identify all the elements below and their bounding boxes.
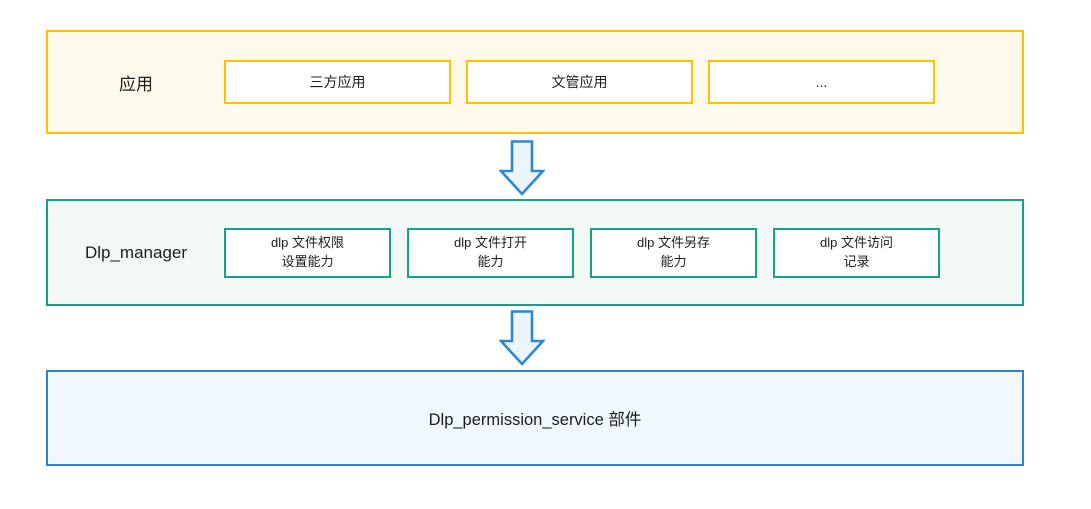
box-dlp-file-save-as-label: dlp 文件另存 能力 — [637, 234, 710, 269]
box-other-apps-label: ... — [815, 74, 828, 90]
box-third-party-app-label: 三方应用 — [309, 74, 366, 90]
box-dlp-permission-setting-label: dlp 文件权限 设置能力 — [271, 234, 344, 269]
layer-dlp-manager-label: Dlp_manager — [84, 242, 188, 262]
layer-dlp-permission-service-label: Dlp_permission_service 部件 — [428, 411, 642, 429]
box-dlp-file-save-as: dlp 文件另存 能力 — [590, 227, 757, 278]
layer-dlp-permission-service: Dlp_permission_service 部件 — [46, 370, 1024, 466]
box-dlp-permission-setting: dlp 文件权限 设置能力 — [224, 227, 391, 278]
box-other-apps: ... — [708, 60, 935, 104]
layer-apps: 应用 三方应用 文管应用 ... — [46, 30, 1024, 134]
box-third-party-app: 三方应用 — [224, 60, 451, 104]
box-dlp-access-record: dlp 文件访问 记录 — [773, 227, 940, 278]
layer-apps-label: 应用 — [119, 74, 153, 94]
layer-dlp-manager: Dlp_manager dlp 文件权限 设置能力 dlp 文件打开 能力 dl… — [46, 199, 1024, 306]
box-dlp-file-open: dlp 文件打开 能力 — [407, 227, 574, 278]
layer-apps-boxes: 三方应用 文管应用 ... — [224, 60, 935, 104]
box-file-manager-app-label: 文管应用 — [551, 74, 608, 90]
down-arrow-icon — [499, 140, 545, 196]
box-file-manager-app: 文管应用 — [466, 60, 693, 104]
down-arrow-icon — [499, 310, 545, 366]
layer-dlp-manager-boxes: dlp 文件权限 设置能力 dlp 文件打开 能力 dlp 文件另存 能力 dl… — [224, 227, 940, 278]
box-dlp-file-open-label: dlp 文件打开 能力 — [454, 234, 527, 269]
box-dlp-access-record-label: dlp 文件访问 记录 — [820, 234, 893, 269]
